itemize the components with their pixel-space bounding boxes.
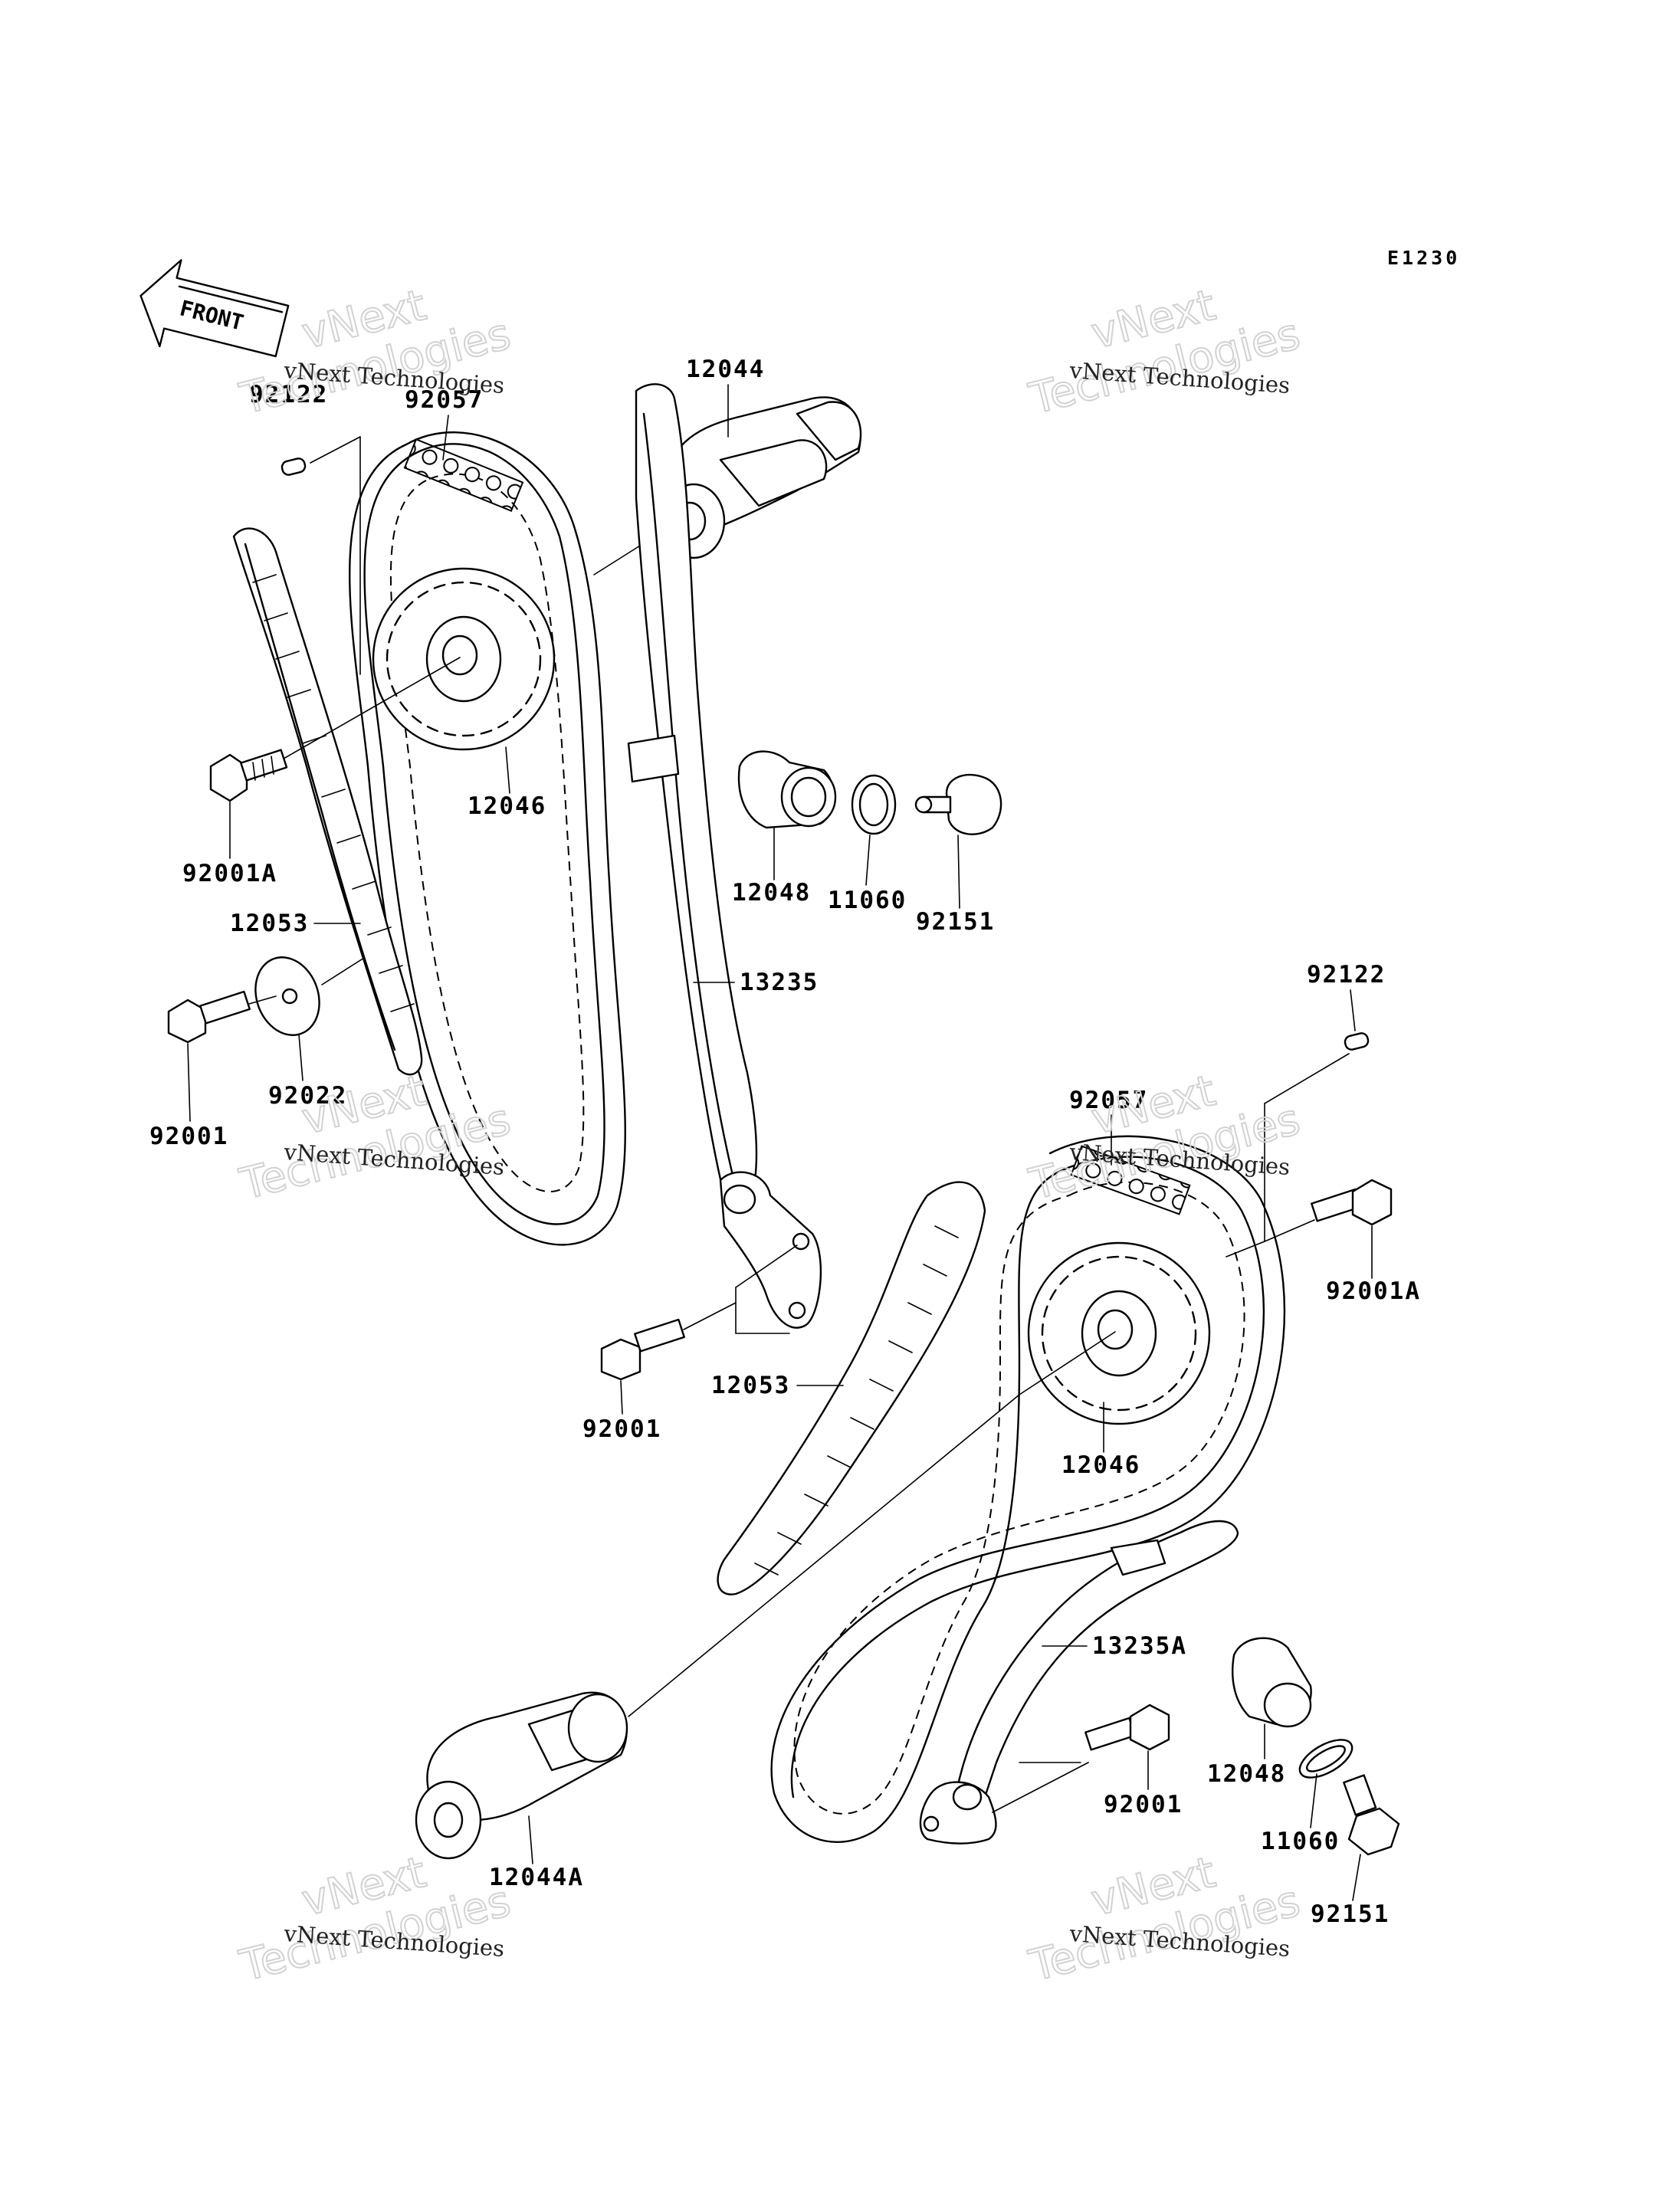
label-12048-lower: 12048 [1207,1760,1286,1788]
label-12046-lower: 12046 [1061,1451,1140,1479]
label-92122-upper: 92122 [249,381,328,408]
label-11060-lower: 11060 [1261,1828,1340,1855]
label-13235: 13235 [740,969,819,996]
cam-sprocket-lower [1027,1241,1211,1425]
chain-guide-upper-right [635,383,758,1205]
part-labels-upper: 92122 92057 12044 12046 92001A 12048 110… [149,356,995,1150]
cap-bolt-lower [1343,1774,1400,1856]
diagram-code: E1230 [1387,247,1460,269]
label-11060-upper: 11060 [828,887,907,914]
cap-bolt-upper [914,773,1002,835]
label-92151-lower: 92151 [1311,1900,1390,1928]
bolt-92001-left [167,990,277,1044]
watermark-bottom-right: vNext Technologies vNext Technologies [1024,1847,1306,1992]
label-92001A-upper: 92001A [182,860,277,887]
guide-ribs-upper-left [252,574,415,1012]
cam-chain-lower [770,1156,1265,1843]
front-arrow-shape [139,259,290,358]
label-92022: 92022 [268,1082,347,1110]
gasket-lower [1298,1739,1354,1779]
camshaft-lower [415,1691,628,1860]
front-direction-arrow: FRONT [139,259,290,358]
label-92057-lower: 92057 [1069,1087,1148,1114]
label-92057-upper: 92057 [405,386,484,414]
bolt-92001A-lower [1264,1179,1393,1242]
label-12048-upper: 12048 [732,879,811,907]
label-12044: 12044 [686,356,765,383]
chain-guide-lower-right [953,1520,1239,1821]
part-labels-lower: 92122 92057 92001A 92001 12053 12046 132… [489,961,1421,1928]
dowel-pin-upper [281,436,361,675]
label-12046-upper: 12046 [468,792,546,820]
watermark-top-right: vNext Technologies vNext Technologies [1024,280,1306,425]
guide-bracket-upper [719,1171,822,1334]
label-92122-lower: 92122 [1307,961,1386,989]
cam-chain-upper [363,443,605,1225]
upper-assembly [167,383,1002,1381]
label-92001-center: 92001 [582,1415,661,1443]
bolt-92001-lower [1084,1703,1170,1751]
chain-links-lower [1070,1145,1191,1215]
chain-links-upper [403,438,524,512]
watermark-bottom-left: vNext Technologies vNext Technologies [235,1847,517,1992]
label-92001-lower: 92001 [1104,1791,1183,1818]
chain-guide-lower [717,1181,986,1595]
camshaft-upper [593,396,862,575]
label-92001A-lower: 92001A [1326,1277,1421,1305]
label-13235A: 13235A [1092,1632,1187,1660]
gasket-upper [851,774,897,835]
guide-ribs-lower [754,1225,959,1576]
washer-92022 [254,956,365,1036]
bolt-92001-center [600,1302,737,1381]
guide-bracket-lower [919,1781,997,1844]
cam-sprocket-upper [372,567,556,751]
label-92001-left: 92001 [149,1123,228,1150]
label-92151-upper: 92151 [916,908,995,936]
cam-chain-upper-inner [389,473,585,1192]
label-12053-lower: 12053 [711,1372,790,1399]
label-12053-upper: 12053 [230,910,309,937]
tensioner-upper [737,750,837,829]
bolt-92001A-upper [209,749,288,802]
tensioner-lower [1232,1637,1312,1728]
label-12044A: 12044A [489,1864,584,1891]
dowel-pin-lower [1226,1032,1370,1258]
lower-assembly [415,1032,1400,1860]
